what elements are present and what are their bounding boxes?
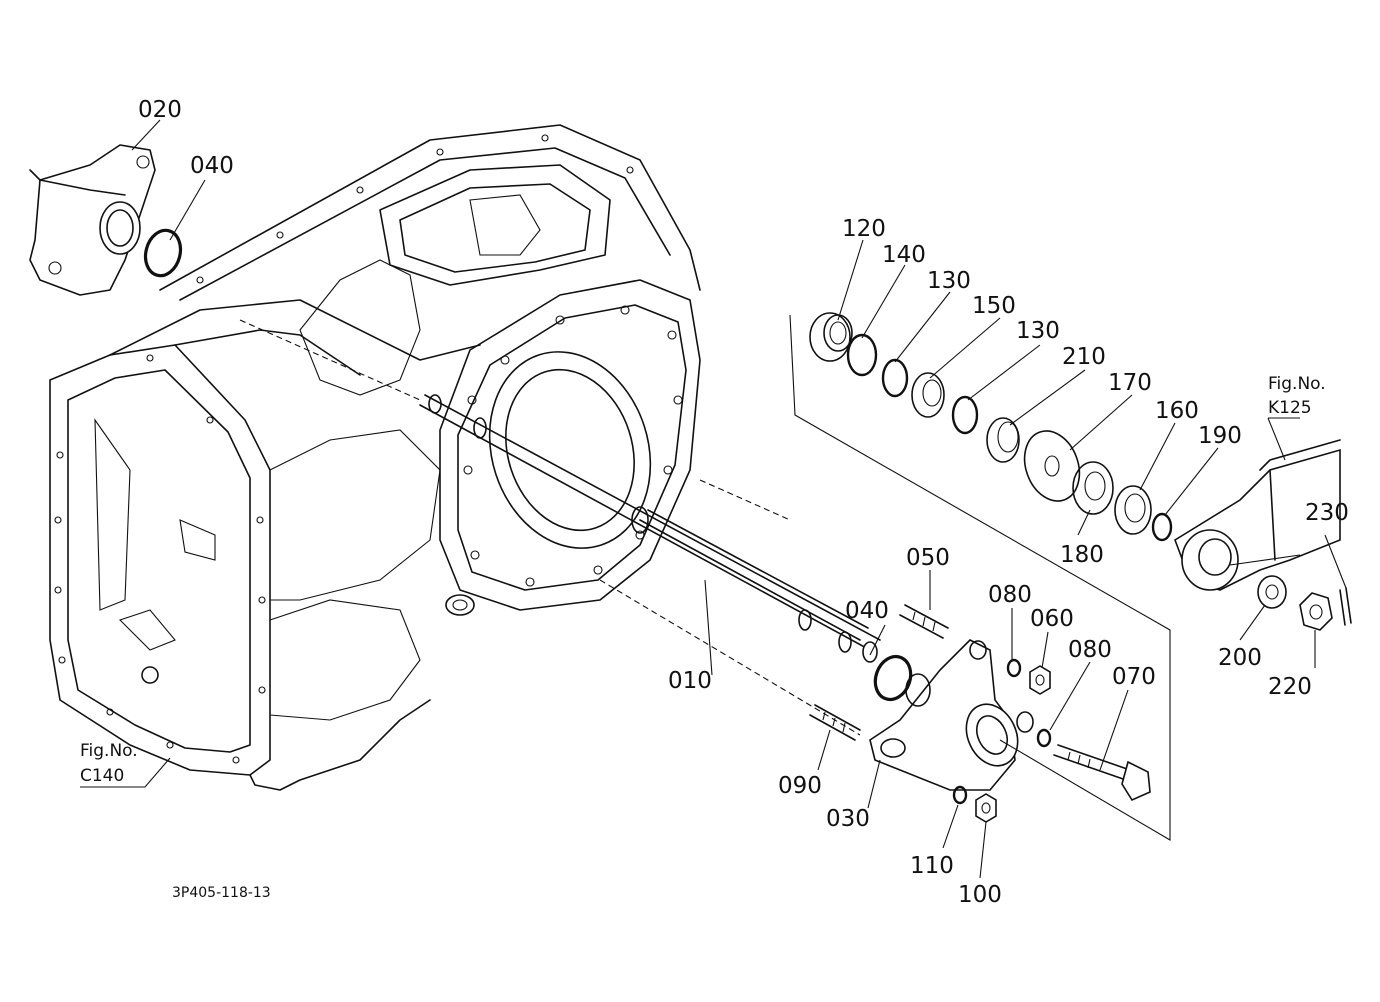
flange-bolt-holes <box>463 305 683 587</box>
front-face-bolt-holes <box>54 354 266 764</box>
part-220-nut <box>1299 592 1333 631</box>
label-030: 030 <box>826 806 870 832</box>
part-210-collar <box>986 417 1020 463</box>
label-050: 050 <box>906 545 950 571</box>
leader-lines <box>80 119 1347 879</box>
part-k125-arm <box>1174 439 1341 591</box>
label-190: 190 <box>1198 423 1242 449</box>
figure-ref-c140[interactable]: Fig.No. C140 <box>80 741 138 786</box>
label-230: 230 <box>1305 500 1349 526</box>
label-160: 160 <box>1155 398 1199 424</box>
figure-ref-c140-line1: Fig.No. <box>80 741 138 761</box>
label-150: 150 <box>972 293 1016 319</box>
figure-ref-c140-line2: C140 <box>80 766 124 786</box>
part-200-washer <box>1257 575 1287 609</box>
part-110-washer <box>952 785 968 805</box>
label-120: 120 <box>842 216 886 242</box>
label-060: 060 <box>1030 606 1074 632</box>
part-040-o-ring-upper <box>143 228 183 278</box>
label-090: 090 <box>778 773 822 799</box>
label-080-upper: 080 <box>988 582 1032 608</box>
part-050-stud <box>899 604 949 639</box>
part-180-washer <box>1072 461 1114 515</box>
label-020: 020 <box>138 97 182 123</box>
label-010: 010 <box>668 668 712 694</box>
label-210: 210 <box>1062 344 1106 370</box>
transmission-case <box>49 124 701 791</box>
label-180: 180 <box>1060 542 1104 568</box>
figure-ref-k125-line2: K125 <box>1268 398 1312 418</box>
exploded-parts-frame <box>789 314 1171 841</box>
part-080-washer-lower <box>1036 728 1052 748</box>
label-130-a: 130 <box>927 268 971 294</box>
label-040-upper: 040 <box>190 153 234 179</box>
part-080-washer-upper <box>1006 658 1022 678</box>
label-130-b: 130 <box>1016 318 1060 344</box>
label-040-lower: 040 <box>845 598 889 624</box>
part-010-shaft <box>419 394 881 663</box>
label-110: 110 <box>910 853 954 879</box>
label-100: 100 <box>958 882 1002 908</box>
label-070: 070 <box>1112 664 1156 690</box>
part-070-bolt <box>1053 744 1151 802</box>
part-100-nut <box>975 793 997 823</box>
label-080-lower: 080 <box>1068 637 1112 663</box>
part-190-circlip <box>1151 512 1173 542</box>
label-140: 140 <box>882 242 926 268</box>
part-020-bracket <box>29 144 156 296</box>
part-150-bearing <box>911 372 945 418</box>
part-230-pin <box>1339 587 1352 626</box>
label-220: 220 <box>1268 674 1312 700</box>
part-170-plate <box>1023 430 1081 502</box>
part-130-circlip-a <box>881 358 909 398</box>
part-130-circlip-b <box>951 395 979 435</box>
part-160-seal <box>1114 485 1152 535</box>
part-140-ring <box>846 333 878 377</box>
figure-ref-k125[interactable]: Fig.No. K125 <box>1268 374 1326 418</box>
part-060-nut <box>1029 665 1051 695</box>
part-030-bracket <box>869 639 1034 791</box>
part-120-bearing <box>809 312 853 362</box>
label-170: 170 <box>1108 370 1152 396</box>
label-200: 200 <box>1218 645 1262 671</box>
figure-ref-k125-line1: Fig.No. <box>1268 374 1326 394</box>
drawing-code: 3P405-118-13 <box>172 885 271 901</box>
part-labels: 020 040 120 140 130 150 130 210 170 160 … <box>138 97 1349 908</box>
part-040-o-ring-lower <box>873 654 913 702</box>
